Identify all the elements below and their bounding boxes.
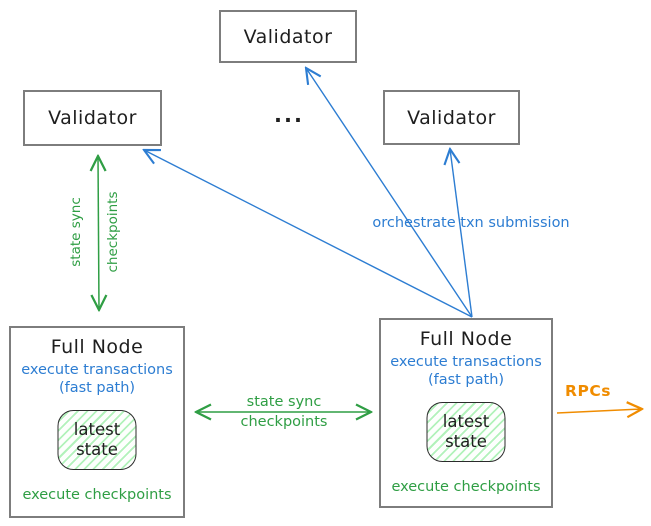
full-node-left-fast-path: (fast path) — [58, 380, 136, 396]
state-sync-horizontal-label-line1: state sync — [246, 394, 322, 410]
orchestrate-arrow-to-validator-left — [144, 150, 473, 318]
validator-right-label: Validator — [407, 106, 496, 129]
full-node-right-execute-transactions: execute transactions — [390, 354, 542, 370]
full-node-left-title: Full Node — [50, 336, 144, 358]
full-node-left-execute-transactions: execute transactions — [21, 362, 173, 378]
full-node-right-latest-state: latest state — [426, 402, 506, 462]
full-node-right-title: Full Node — [419, 328, 513, 350]
state-sync-horizontal-label-line2: checkpoints — [240, 414, 328, 430]
full-node-right-fast-path: (fast path) — [427, 372, 505, 388]
state-sync-vertical-label-line1: state sync — [68, 197, 84, 267]
rpcs-label: RPCs — [565, 382, 611, 400]
validator-left-label: Validator — [48, 107, 137, 129]
full-node-right: Full Node execute transactions (fast pat… — [379, 318, 553, 508]
validators-ellipsis: ... — [274, 103, 304, 127]
state-sync-arrow-vertical — [98, 156, 99, 310]
full-node-left-latest-state: latest state — [57, 410, 137, 470]
state-sync-vertical-label-line2: checkpoints — [105, 191, 121, 273]
full-node-right-execute-checkpoints: execute checkpoints — [391, 479, 541, 495]
rpcs-arrow — [556, 409, 642, 413]
validator-node-left: Validator — [23, 90, 162, 146]
orchestrate-arrow-to-validator-right — [450, 149, 473, 318]
full-node-left: Full Node execute transactions (fast pat… — [9, 326, 185, 518]
validator-top-label: Validator — [243, 25, 333, 48]
validator-node-right: Validator — [383, 90, 520, 145]
full-node-left-execute-checkpoints: execute checkpoints — [22, 487, 172, 503]
validator-node-top: Validator — [219, 10, 357, 63]
orchestrate-txn-submission-label: orchestrate txn submission — [372, 215, 570, 231]
